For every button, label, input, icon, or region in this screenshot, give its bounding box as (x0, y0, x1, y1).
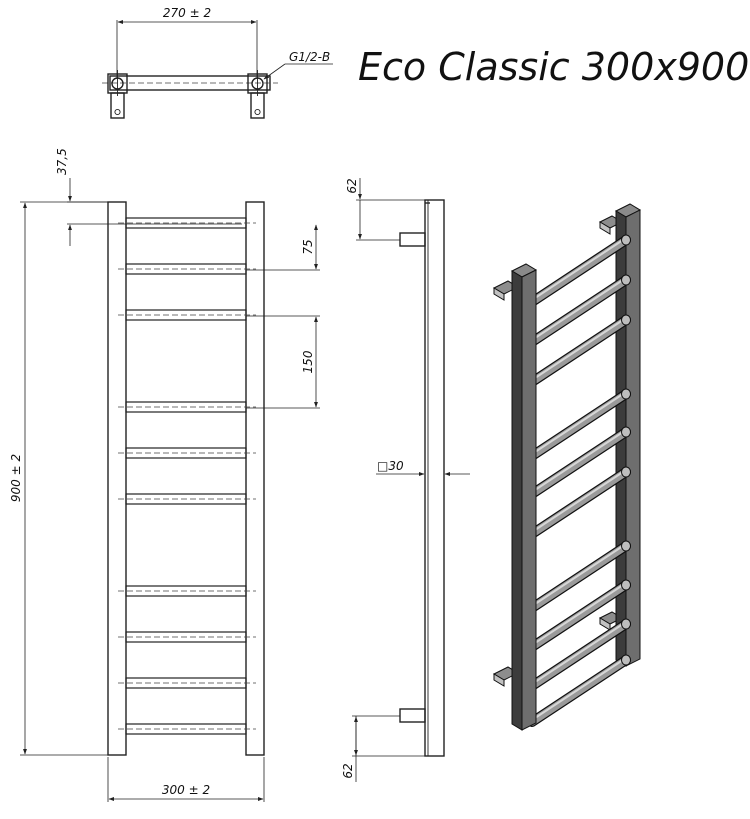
iso-rung (527, 274, 631, 347)
dim-width: 300 ± 2 (162, 783, 210, 797)
side-view: 62 62 □30 (341, 178, 470, 782)
iso-rung (527, 654, 631, 727)
iso-rung (527, 234, 631, 307)
front-rung (118, 263, 256, 275)
dim-profile: □30 (377, 459, 404, 473)
iso-rung (527, 618, 631, 691)
product-title: Eco Classic 300x900 (358, 45, 749, 89)
iso-rungs (527, 234, 631, 727)
dim-thread: G1/2-B (289, 50, 330, 64)
dim-top-offset: 37,5 (55, 148, 69, 175)
front-view: 37,5 75 150 900 ± 2 300 ± 2 (9, 148, 320, 802)
front-rung (118, 401, 256, 413)
dim-spacing-75: 75 (301, 239, 315, 254)
dim-side-bottom: 62 (341, 763, 355, 778)
front-rung (118, 723, 256, 735)
front-rungs (118, 217, 256, 735)
dim-mount-width: 270 ± 2 (163, 6, 211, 20)
iso-rung (527, 388, 631, 461)
iso-rung (527, 426, 631, 499)
iso-rung (527, 579, 631, 652)
isometric-view (492, 203, 642, 731)
front-rung (118, 493, 256, 505)
iso-rung (527, 540, 631, 613)
dim-side-top: 62 (345, 178, 359, 193)
front-rung (118, 677, 256, 689)
dim-height: 900 ± 2 (9, 454, 23, 502)
front-rung (118, 217, 256, 229)
top-view: 270 ± 2 G1/2-B (102, 6, 333, 119)
iso-rung (527, 466, 631, 539)
front-rung (118, 309, 256, 321)
dim-spacing-150: 150 (301, 350, 315, 373)
front-rung (118, 447, 256, 459)
front-rung (118, 631, 256, 643)
front-rung (118, 585, 256, 597)
iso-rung (527, 314, 631, 387)
